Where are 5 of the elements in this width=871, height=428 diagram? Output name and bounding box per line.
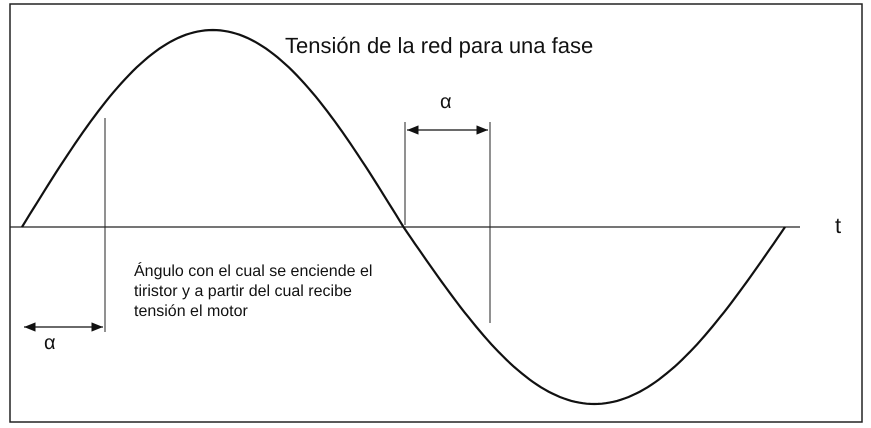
annotation-text: Ángulo con el cual se enciende el tiristor y a partir del cual recibe tensión el motor [134, 262, 374, 322]
angle-symbol: α [440, 91, 452, 114]
diagram-title: Tensión de la red para una fase [285, 33, 594, 59]
angle-symbol: α [44, 332, 56, 355]
axis-label: t [835, 213, 842, 239]
